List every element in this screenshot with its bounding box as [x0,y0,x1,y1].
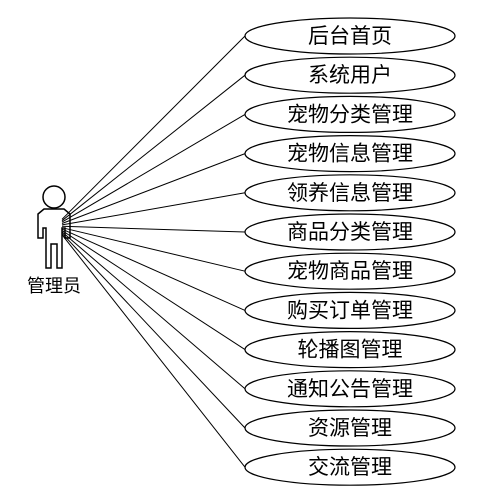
use-case: 领养信息管理 [244,174,456,212]
use-case: 轮播图管理 [244,331,456,369]
use-case-label: 宠物分类管理 [287,102,413,126]
use-case-ellipse [244,291,456,329]
use-case-label: 通知公告管理 [287,377,413,401]
use-case-ellipse [244,252,456,290]
use-case-ellipse [244,95,456,134]
association-line [61,234,246,468]
use-case-ellipse [244,213,456,251]
association-line [61,192,246,226]
use-case-label: 商品分类管理 [287,220,413,244]
use-case-ellipse [244,174,456,212]
use-case-label: 宠物信息管理 [287,142,413,166]
use-case-ellipse [244,56,456,94]
actor-body [37,208,71,269]
use-case: 购买订单管理 [244,291,456,329]
use-case: 系统用户 [244,56,456,94]
association-line [61,230,246,351]
use-case-label: 宠物商品管理 [287,259,413,283]
association-line [61,74,246,222]
association-line [61,232,246,429]
association-line [61,228,246,311]
use-case-label: 资源管理 [308,416,392,440]
association-line [61,227,246,272]
use-case: 宠物分类管理 [244,95,456,134]
use-case-label: 交流管理 [308,455,392,479]
use-case-label: 领养信息管理 [287,181,413,205]
use-case-label: 后台首页 [308,24,392,48]
use-case: 通知公告管理 [244,370,456,408]
use-case: 宠物商品管理 [244,252,456,290]
association-line [61,35,246,220]
use-case-ellipse [244,370,456,408]
association-line [61,225,246,233]
use-case: 宠物信息管理 [244,135,456,173]
use-case-label: 购买订单管理 [287,298,413,322]
use-case-ellipse [244,17,456,55]
use-case-ellipse [244,409,456,447]
use-case: 交流管理 [244,448,456,486]
association-line [61,153,246,224]
use-case-label: 轮播图管理 [298,338,403,362]
actor-admin: 管理员 [27,185,81,297]
use-case: 资源管理 [244,409,456,447]
use-case-ellipse [244,448,456,486]
actor-head [42,185,66,209]
use-case: 商品分类管理 [244,213,456,251]
association-lines [61,35,246,468]
use-case-list: 后台首页系统用户宠物分类管理宠物信息管理领养信息管理商品分类管理宠物商品管理购买… [244,17,456,486]
use-case: 后台首页 [244,17,456,55]
association-line [61,113,246,223]
use-case-ellipse [244,135,456,173]
association-line [61,231,246,390]
use-case-ellipse [244,331,456,369]
use-case-label: 系统用户 [308,63,392,87]
actor-label: 管理员 [27,276,81,297]
